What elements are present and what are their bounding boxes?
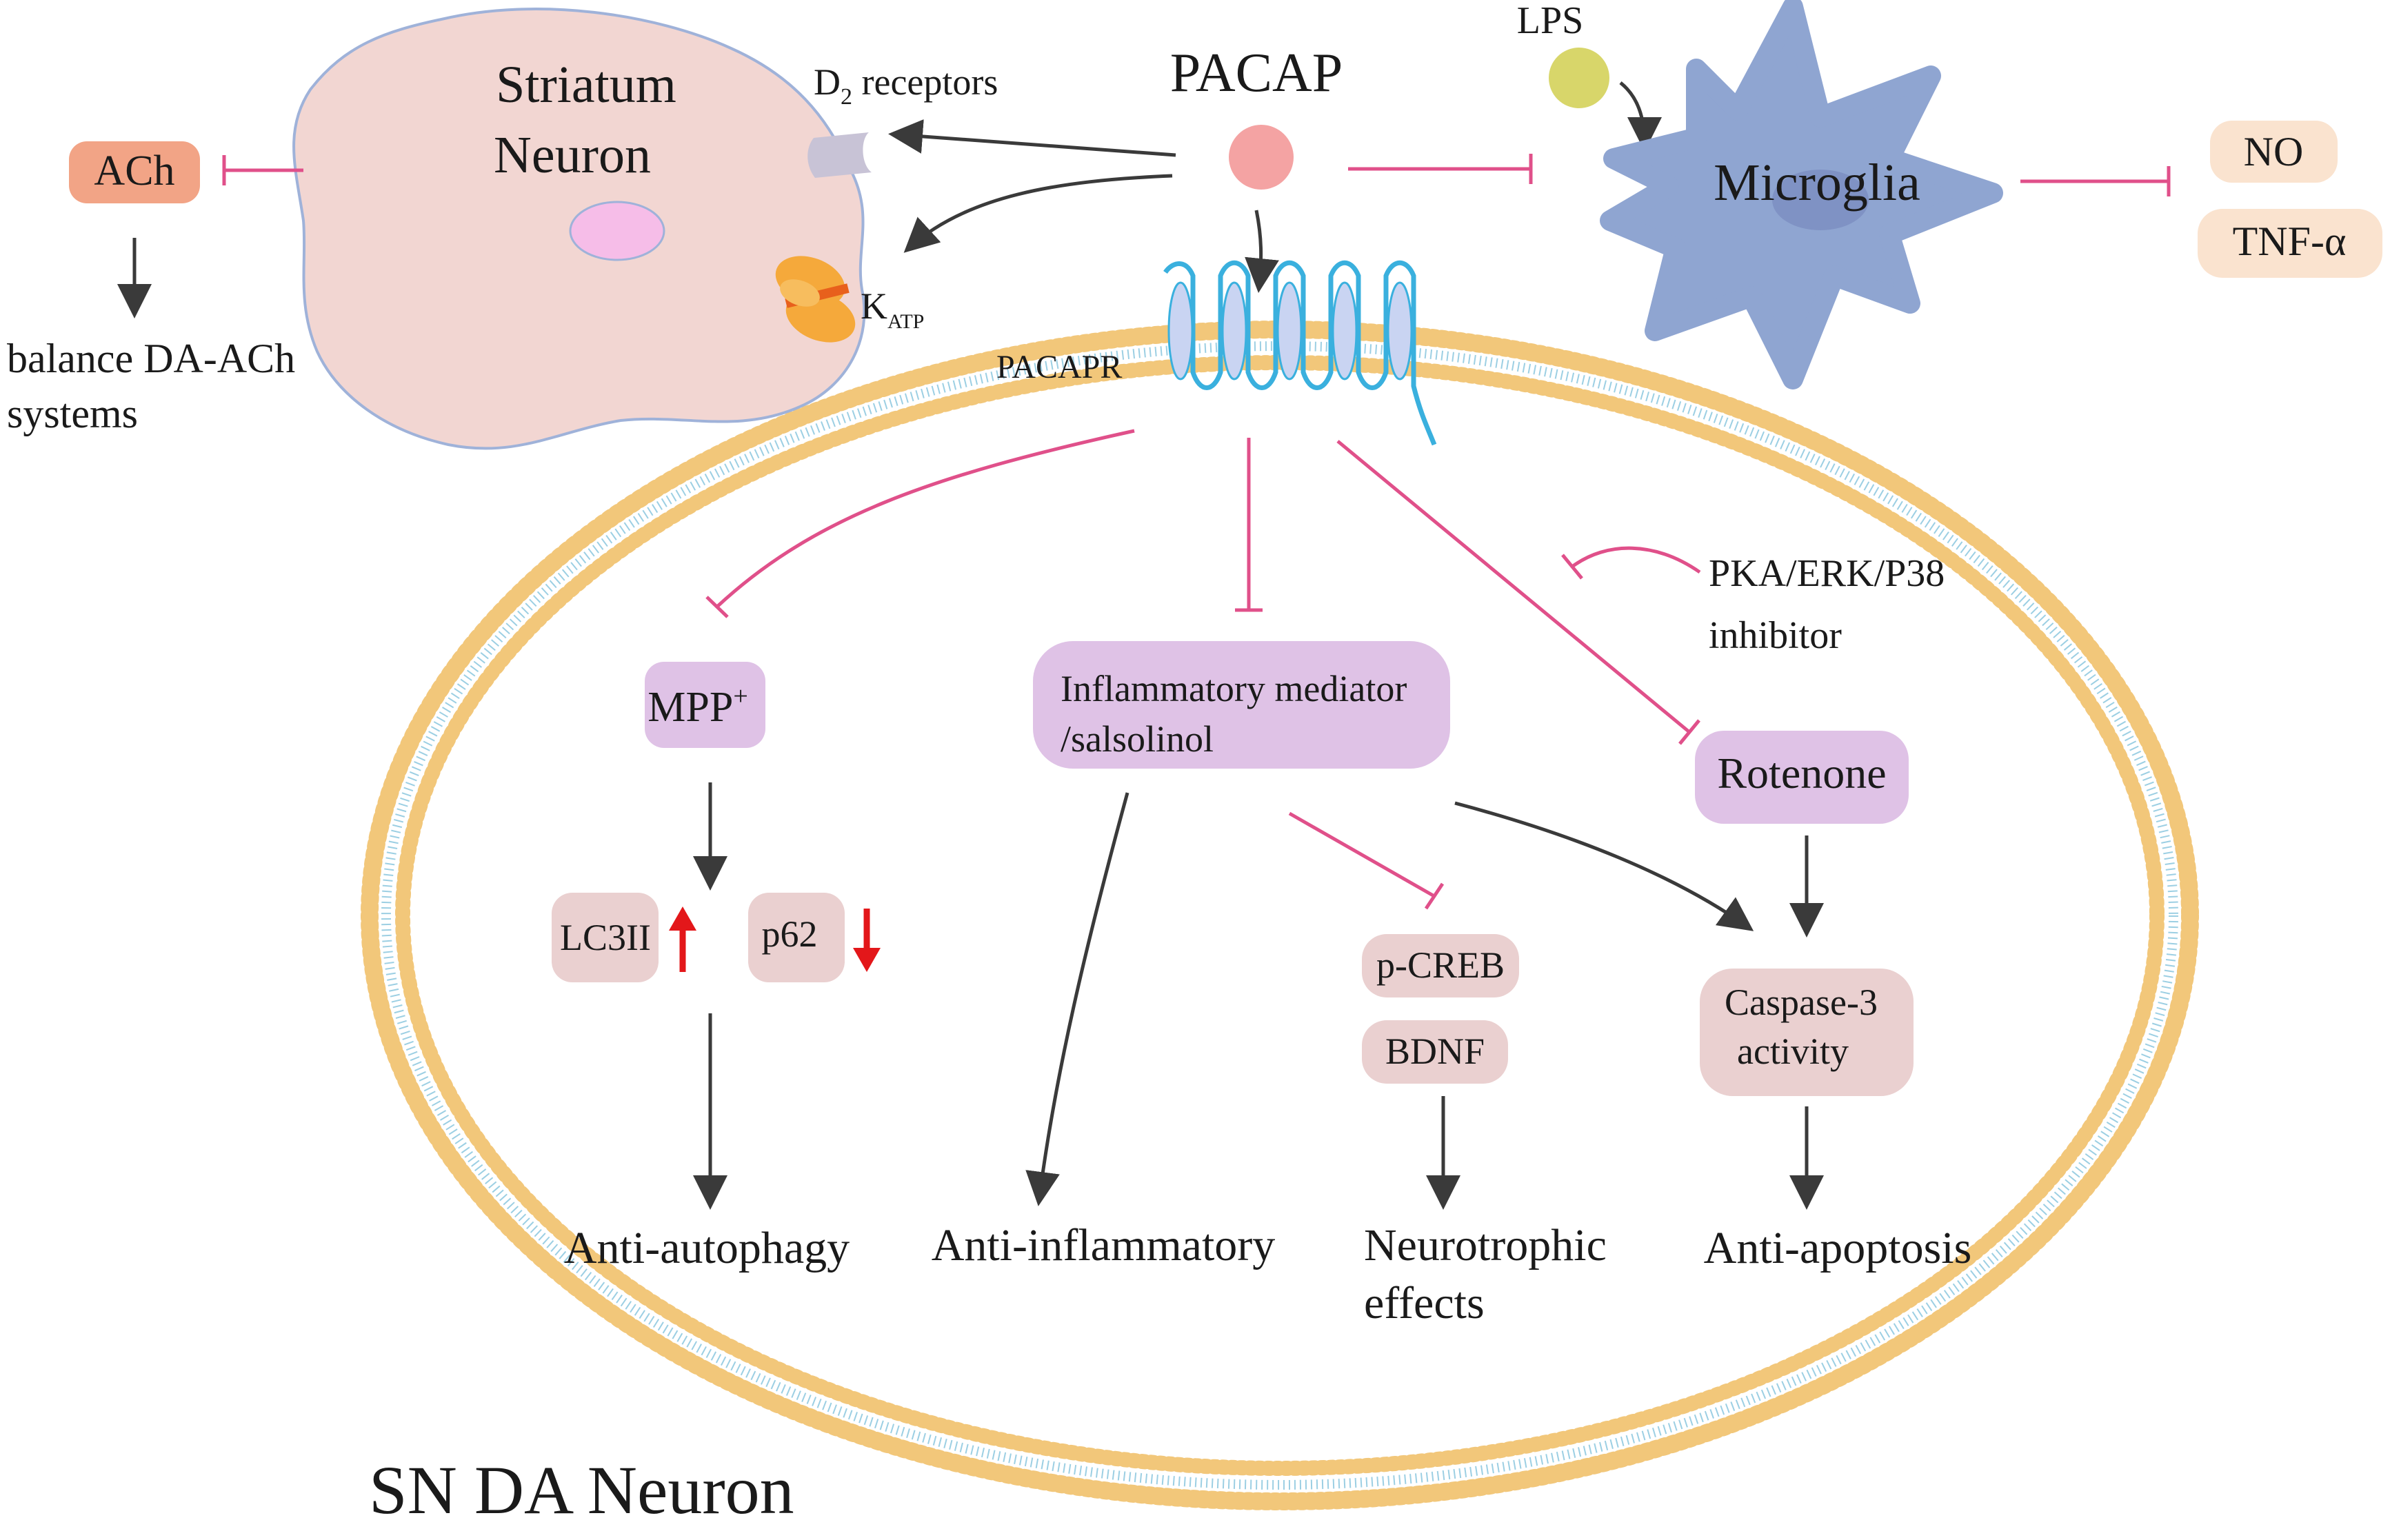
inhibit-bar xyxy=(705,596,729,618)
pcreb-label: p-CREB xyxy=(1376,944,1505,986)
pcreb-box xyxy=(1362,934,1519,997)
no-box xyxy=(2210,121,2338,183)
bdnf-box xyxy=(1362,1020,1508,1084)
caspase-box xyxy=(1700,969,1914,1096)
pacap-to-d2-arrow xyxy=(888,119,1176,157)
pacapr-label: PACAPR xyxy=(996,349,1122,385)
sn-da-neuron-label: SN DA Neuron xyxy=(369,1452,794,1528)
inhibit-bar xyxy=(1424,882,1445,910)
caspase-label-line1: Caspase-3 xyxy=(1725,982,1878,1023)
d2-receptor-icon xyxy=(807,132,872,178)
inflammatory-box xyxy=(1033,641,1450,769)
striatum-label-line1: Striatum xyxy=(496,56,676,114)
inflammatory-to-caspase-arrow xyxy=(1454,801,1754,931)
katp-label: KATP xyxy=(861,285,924,333)
rotenone-label: Rotenone xyxy=(1717,749,1886,798)
inhibit-bar xyxy=(1561,554,1583,580)
balance-label-line2: systems xyxy=(7,391,138,436)
pacap-to-katp-arrow xyxy=(903,174,1173,253)
striatum-label-line2: Neuron xyxy=(494,126,651,184)
inflammatory-label-line2: /salsolinol xyxy=(1061,718,1214,760)
lc3ii-up-arrow-icon xyxy=(669,906,696,972)
inflammatory-label-line1: Inflammatory mediator xyxy=(1061,668,1407,709)
striatum-neuron: Striatum Neuron xyxy=(292,8,872,450)
pacap-molecule-icon xyxy=(1229,125,1294,190)
p62-box xyxy=(748,893,845,982)
pacapr-inhibits-rotenone xyxy=(1336,440,1691,733)
pacap-label: PACAP xyxy=(1170,43,1343,103)
anti-autophagy-label: Anti-autophagy xyxy=(564,1223,850,1273)
inflammatory-inhibits-pcreb xyxy=(1288,811,1436,898)
pacapr-inhibits-mpp xyxy=(716,429,1135,608)
bdnf-label: BDNF xyxy=(1385,1031,1485,1072)
lps-label: LPS xyxy=(1517,0,1584,42)
ach-label: ACh xyxy=(94,148,174,194)
lps-molecule-icon xyxy=(1549,48,1609,108)
tnf-label: TNF-α xyxy=(2233,219,2347,264)
lc3ii-box xyxy=(552,893,659,982)
anti-inflammatory-label: Anti-inflammatory xyxy=(932,1220,1276,1270)
inhibit-bar xyxy=(1678,719,1700,745)
pka-label-line2: inhibitor xyxy=(1709,614,1842,657)
lps-to-microglia-arrow xyxy=(1619,81,1662,152)
mpp-label: MPP+ xyxy=(647,682,748,731)
microglia-cell: Microglia xyxy=(1600,0,2003,389)
anti-apoptosis-label: Anti-apoptosis xyxy=(1704,1223,1972,1273)
no-label: NO xyxy=(2244,129,2304,174)
katp-channel-icon xyxy=(775,256,856,343)
neurotrophic-label-line1: Neurotrophic xyxy=(1364,1220,1607,1270)
d2-receptors-label: D2 receptors xyxy=(814,61,998,110)
neurotrophic-label-line2: effects xyxy=(1364,1278,1485,1328)
striatum-nucleus xyxy=(569,201,665,261)
p62-down-arrow-icon xyxy=(853,909,881,972)
mpp-box xyxy=(645,662,765,748)
inflammatory-to-anti-inflammatory-arrow xyxy=(1025,792,1129,1206)
microglia-label: Microglia xyxy=(1714,154,1920,212)
pka-label-line1: PKA/ERK/P38 xyxy=(1709,552,1945,595)
ach-box xyxy=(69,141,200,203)
pacap-to-pacapr-arrow xyxy=(1245,210,1279,293)
lc3ii-label: LC3II xyxy=(560,917,651,958)
pacapr-receptor-icon xyxy=(1163,260,1437,446)
tnf-box xyxy=(2198,209,2382,278)
microglia-nucleus xyxy=(1772,170,1869,230)
p62-label: p62 xyxy=(762,913,818,955)
pka-inhibits-pathway xyxy=(1571,546,1701,574)
rotenone-box xyxy=(1695,731,1909,824)
balance-label-line1: balance DA-ACh xyxy=(7,336,295,381)
caspase-label-line2: activity xyxy=(1737,1031,1849,1072)
